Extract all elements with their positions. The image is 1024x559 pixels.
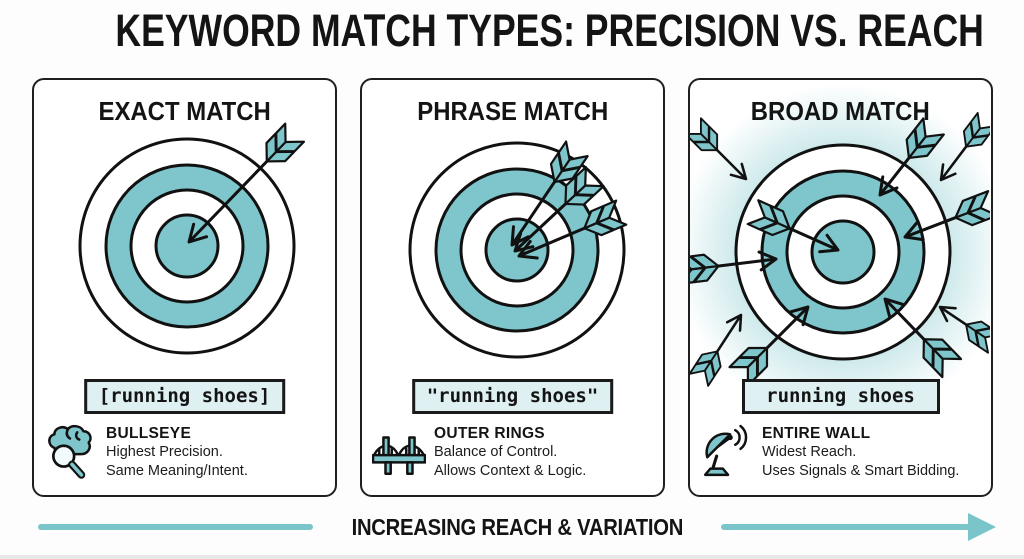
feature-line: Allows Context & Logic. [434,462,587,479]
arrow-center-hit [507,166,605,260]
satellite-dish-icon [703,424,748,477]
target-graphic-phrase [408,140,628,359]
axis-line-right [721,513,996,541]
feature-line: Widest Reach. [762,444,857,461]
bullseye-target [78,137,296,355]
feature-line: Same Meaning/Intent. [106,462,248,479]
panel-header: BROAD MATCH [690,96,991,127]
page-title-text: KEYWORD MATCH TYPES: PRECISION VS. REACH [115,5,984,56]
axis-line-right-rule [721,524,970,530]
arrow-ring-hit [728,299,816,387]
brain-magnifier-icon [48,424,92,479]
keyword-box-exact: [running shoes] [83,379,286,414]
keyword-box-phrase: "running shoes" [411,379,614,414]
axis-label-text: INCREASING REACH & VARIATION [351,513,683,540]
feature-title: ENTIRE WALL [762,424,871,442]
axis-arrowhead-icon [968,513,996,541]
panel-exact-match: EXACT MATCH [32,78,337,497]
panel-header-text: BROAD MATCH [751,96,930,126]
feature-text: BULLSEYE Highest Precision. Same Meaning… [106,424,248,480]
panel-header-text: PHRASE MATCH [417,96,608,126]
arrow-center-hit [746,199,844,260]
panel-header: PHRASE MATCH [362,96,663,127]
keyword-box-broad: running shoes [741,379,940,414]
arrow-ring-hit [690,248,779,285]
axis-line-left [38,524,313,530]
bottom-edge [0,555,1024,559]
feature-line: Highest Precision. [106,444,223,461]
arrow-ring-hit [877,291,963,379]
feature-broad: ENTIRE WALL Widest Reach. Uses Signals &… [700,422,985,482]
reach-axis: INCREASING REACH & VARIATION [38,509,996,545]
feature-phrase: OUTER RINGS Balance of Control. Allows C… [372,422,657,482]
feature-line: Balance of Control. [434,444,558,461]
arrow-center-hit [503,140,589,252]
arrow-ring-hit [900,190,990,247]
feature-title: BULLSEYE [106,424,192,442]
panel-header: EXACT MATCH [34,96,335,127]
arrow-miss [690,309,749,387]
feature-exact: BULLSEYE Highest Precision. Same Meaning… [44,422,329,482]
feature-text: ENTIRE WALL Widest Reach. Uses Signals &… [762,424,959,480]
axis-label: INCREASING REACH & VARIATION [329,514,706,541]
bullseye-target [734,143,952,361]
arrow-center-hit [513,199,628,266]
page-title: KEYWORD MATCH TYPES: PRECISION VS. REACH [0,6,1024,56]
feature-text: OUTER RINGS Balance of Control. Allows C… [434,424,586,480]
arrow-miss [933,111,990,186]
arrow-miss [690,117,753,186]
feature-title: OUTER RINGS [434,424,545,442]
panel-phrase-match: PHRASE MATCH "running shoes" [360,78,665,497]
panel-broad-match: BROAD MATCH [688,78,993,497]
bridge-icon [372,436,426,476]
arrow-miss [934,299,990,354]
arrow-ring-hit [871,117,945,203]
target-graphic-exact [78,122,306,355]
target-graphic-broad [690,84,990,420]
arrow-center-hit [181,122,306,250]
feature-line: Uses Signals & Smart Bidding. [762,462,960,479]
panel-header-text: EXACT MATCH [98,96,271,126]
